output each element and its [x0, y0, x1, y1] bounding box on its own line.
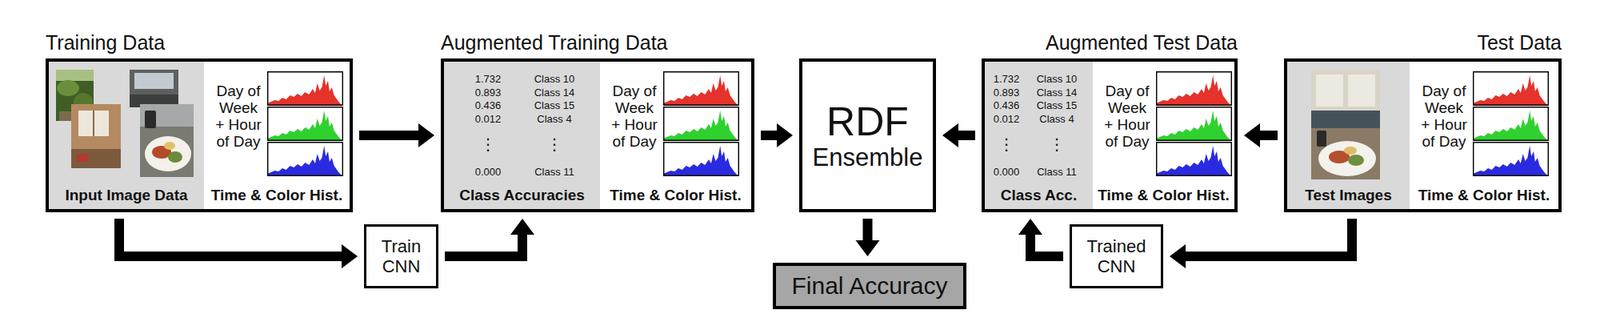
- box-heading: Test Data: [1476, 31, 1562, 55]
- arrow-head: [1244, 123, 1260, 148]
- connector-arrow: [1018, 218, 1064, 256]
- connector-arrow: [856, 218, 880, 256]
- panel-label: Class Accuracies: [459, 186, 585, 204]
- table-cell: ⋮: [546, 135, 563, 153]
- outer-box: Augmented Training Data1.732Class 100.89…: [440, 58, 755, 212]
- panel-label: Input Image Data: [64, 186, 188, 204]
- arrow-head: [776, 123, 793, 148]
- arrow-head: [341, 244, 358, 268]
- panel-label: Time & Color Hist.: [1418, 186, 1550, 204]
- table-cell: 0.000: [993, 165, 1020, 178]
- panel-label: Time & Color Hist.: [609, 186, 741, 204]
- table-cell: Class 4: [536, 112, 572, 125]
- table-cell: Class 14: [1036, 86, 1078, 99]
- connector-line: [956, 130, 976, 140]
- feature-text: Day of Week + Hour of Day: [608, 82, 660, 150]
- table-cell: Class 15: [534, 99, 576, 112]
- table-cell: 0.000: [475, 165, 502, 178]
- panel-label: Test Images: [1304, 186, 1392, 204]
- table-cell: Class 10: [534, 72, 576, 85]
- result-label: Final Accuracy: [791, 272, 948, 300]
- table-cell: ⋮: [998, 135, 1015, 153]
- table-cell: 0.436: [993, 99, 1020, 112]
- table-cell: Class 15: [1036, 99, 1078, 112]
- table-cell: ⋮: [480, 135, 496, 153]
- connector-line: [760, 130, 779, 140]
- table-cell: Class 10: [1036, 72, 1078, 85]
- table-cell: 1.732: [475, 72, 502, 85]
- panel-label: Time & Color Hist.: [1097, 186, 1229, 204]
- arrow-head: [856, 240, 880, 256]
- table-cell: 0.012: [993, 112, 1020, 125]
- connector-arrow: [1244, 123, 1278, 148]
- arrow-head: [1169, 244, 1186, 268]
- box-heading: Augmented Test Data: [1045, 31, 1238, 55]
- connector-arrow: [359, 123, 435, 148]
- connector-line: [359, 130, 420, 140]
- node-label: Ensemble: [812, 144, 924, 172]
- panel-label: Class Acc.: [1000, 186, 1077, 204]
- process-label: Train CNN: [369, 236, 433, 276]
- img-box: Test Images: [1287, 61, 1410, 209]
- table-cell: Class 11: [1036, 165, 1077, 178]
- table-cell: 0.012: [475, 112, 502, 125]
- white-box: Day of Week + Hour of DayTime & Color Hi…: [204, 61, 350, 209]
- table-cell: 0.893: [475, 86, 502, 99]
- white-box: Day of Week + Hour of DayTime & Color Hi…: [1092, 61, 1235, 209]
- connector-arrow: [760, 123, 793, 148]
- connector-line: [119, 218, 344, 256]
- connector-arrow: [942, 123, 976, 148]
- process-label: Trained CNN: [1075, 236, 1158, 276]
- table-cell: Class 11: [534, 165, 575, 178]
- table-cell: 0.436: [475, 99, 502, 112]
- box-heading: Training Data: [45, 31, 165, 55]
- connector-line: [863, 218, 873, 242]
- connector-arrow: [1169, 218, 1352, 268]
- arrow-head: [510, 218, 535, 235]
- arrow-head: [418, 123, 435, 148]
- rdf-box: RDFEnsemble: [799, 58, 936, 212]
- img-box: Input Image Data: [48, 61, 204, 209]
- outer-box: Test DataTest ImagesDay of Week + Hour o…: [1284, 58, 1562, 212]
- connector-line: [1030, 232, 1064, 256]
- white-box: Day of Week + Hour of DayTime & Color Hi…: [600, 61, 752, 209]
- box-heading: Augmented Training Data: [440, 31, 668, 55]
- connector-line: [1258, 130, 1278, 140]
- final-box: Final Accuracy: [772, 262, 967, 309]
- table-box: 1.732 Class 10 0.893 Class 14 0.436 Class 15 0…: [984, 61, 1093, 209]
- table-box: 1.732 Class 10 0.893 Class 14 0.436 Class 15 0…: [444, 61, 600, 209]
- cnn-box: Trained CNN: [1069, 224, 1164, 288]
- connector-line: [444, 232, 523, 256]
- white-box: Day of Week + Hour of DayTime & Color Hi…: [1409, 61, 1559, 209]
- connector-arrow: [119, 218, 358, 268]
- feature-text: Day of Week + Hour of Day: [1418, 82, 1470, 150]
- outer-box: Training DataInput Image DataDay of Week…: [45, 58, 353, 212]
- table-cell: Class 4: [1039, 112, 1074, 125]
- node-label: RDF: [826, 100, 909, 144]
- feature-text: Day of Week + Hour of Day: [212, 82, 264, 150]
- panel-label: Time & Color Hist.: [211, 186, 343, 204]
- outer-box: Augmented Test Data1.732Class 100.893Cla…: [981, 58, 1238, 212]
- arrow-head: [942, 123, 959, 148]
- feature-text: Day of Week + Hour of Day: [1101, 82, 1153, 150]
- table-cell: 1.732: [993, 72, 1020, 85]
- connector-arrow: [444, 218, 535, 256]
- cnn-box: Train CNN: [364, 224, 439, 288]
- arrow-head: [1018, 218, 1043, 235]
- table-cell: 0.893: [993, 86, 1020, 99]
- table-cell: ⋮: [1048, 135, 1065, 153]
- connector-line: [1184, 218, 1352, 256]
- table-cell: Class 14: [534, 86, 576, 99]
